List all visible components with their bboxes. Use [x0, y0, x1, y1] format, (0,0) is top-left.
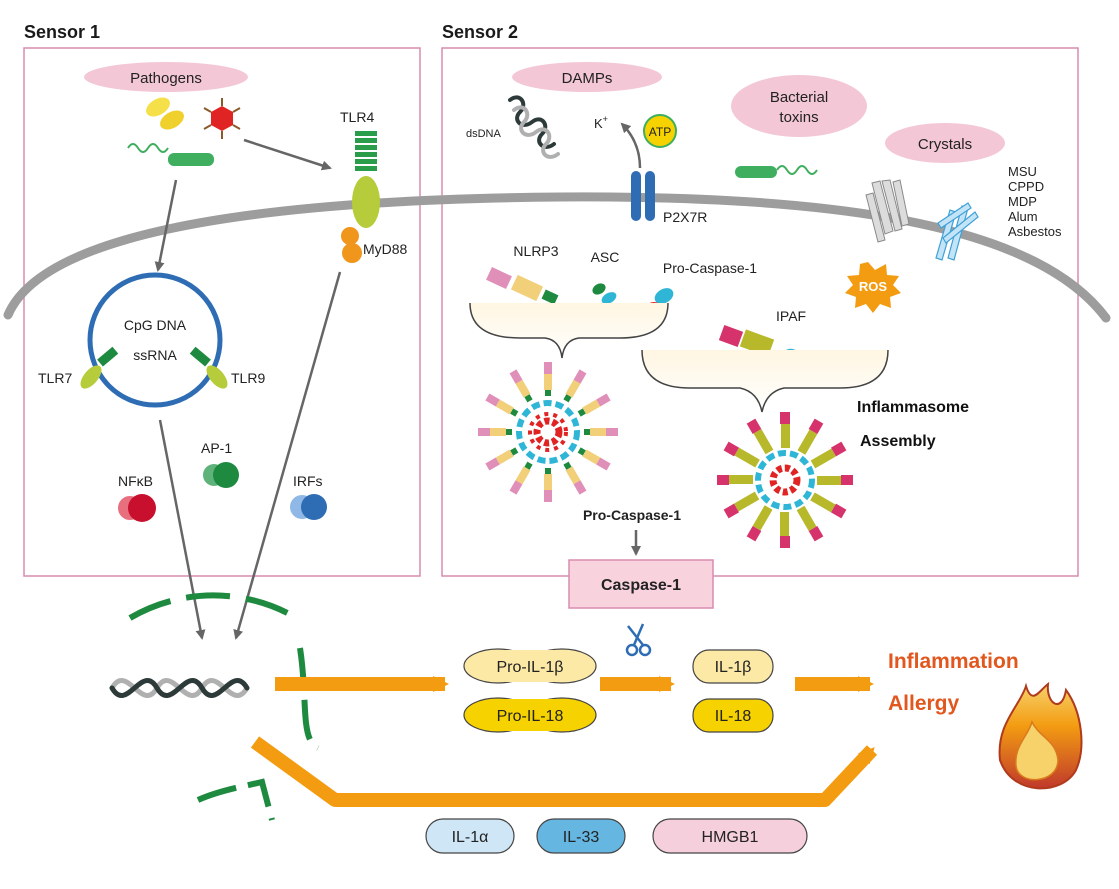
ipaf-inflammasome-icon	[717, 412, 853, 548]
pro-il1b-pill	[463, 648, 597, 684]
crystal-type-alum: Alum	[1008, 209, 1038, 224]
bracket-nlrp3	[469, 302, 669, 359]
inflammasome-label-1: Inflammasome	[857, 399, 969, 416]
crystals-label: Crystals	[918, 136, 972, 153]
il1b-label: IL-1β	[715, 659, 752, 676]
nfkb-label: NFκB	[118, 473, 153, 489]
crystal-types-list: MSU CPPD MDP Alum Asbestos	[1008, 164, 1062, 239]
dsdna-label: dsDNA	[466, 128, 502, 140]
il1a-label: IL-1α	[452, 829, 489, 846]
damps-pill	[512, 62, 662, 92]
cpg-dna-label: CpG DNA	[124, 317, 187, 333]
pathogens-label: Pathogens	[130, 70, 202, 87]
arrow-endosome-to-dna	[158, 419, 206, 640]
il33-pill	[536, 818, 626, 854]
arrow-pathogen-to-endosome	[154, 179, 178, 272]
nucleus-envelope-bottom	[196, 778, 275, 821]
p2x7r-label: P2X7R	[663, 209, 707, 225]
sensor1-title: Sensor 1	[24, 22, 100, 42]
ros-label: ROS	[859, 279, 888, 294]
nucleus-envelope-right	[297, 647, 320, 751]
cell-membrane	[3, 192, 1111, 323]
crystal-type-mdp: MDP	[1008, 194, 1037, 209]
il18-pill	[692, 698, 774, 733]
atp-label: ATP	[649, 125, 671, 139]
sensor1-box	[23, 47, 421, 577]
k-plus-label: K+	[594, 114, 608, 131]
caspase1-label: Caspase-1	[601, 577, 681, 594]
arrow-k-efflux	[620, 122, 642, 169]
ap1-icon-2	[213, 462, 239, 488]
tlr7-label: TLR7	[38, 370, 72, 386]
crystal-type-msu: MSU	[1008, 164, 1037, 179]
nlrp3-label: NLRP3	[513, 243, 558, 259]
bacterial-toxins-label-2: toxins	[779, 109, 818, 126]
tlr4-receptor-icon	[341, 131, 380, 263]
sensor2-title: Sensor 2	[442, 22, 518, 42]
hmgb1-label: HMGB1	[702, 829, 759, 846]
bracket-ipaf	[641, 349, 889, 413]
atp-icon	[643, 114, 677, 148]
damps-label: DAMPs	[562, 70, 613, 87]
ap1-label: AP-1	[201, 440, 232, 456]
arrow-myd88-to-dna	[233, 271, 342, 640]
arrow-pathogen-to-tlr4	[243, 138, 332, 171]
endosome	[87, 272, 223, 408]
bacterial-toxins-label-1: Bacterial	[770, 89, 828, 106]
nucleus-envelope	[128, 592, 302, 623]
il1a-pill	[425, 818, 515, 854]
pro-caspase1-label: Pro-Caspase-1	[663, 260, 757, 276]
myd88-label: MyD88	[363, 241, 408, 257]
ipaf-label: IPAF	[776, 308, 806, 324]
pro-caspase1-bold-label: Pro-Caspase-1	[583, 507, 681, 523]
dna-icon	[109, 678, 250, 698]
pro-il18-pill	[463, 697, 597, 733]
caspase1-box	[568, 559, 714, 609]
ssrna-label: ssRNA	[133, 347, 177, 363]
bacterial-toxins-pill	[731, 75, 867, 137]
scissors-icon	[625, 623, 652, 657]
nlrp3-inflammasome-icon	[478, 362, 618, 502]
pathogens-pill	[84, 62, 248, 92]
crystal-icon	[865, 179, 910, 243]
pathogen-icon	[127, 97, 241, 166]
irfs-label: IRFs	[293, 473, 323, 489]
sensor2-box	[441, 47, 1079, 577]
p2x7r-channel-icon	[631, 171, 655, 221]
nfkb-icon-2	[128, 494, 156, 522]
nlrp3-protein-icon	[486, 267, 559, 305]
dsdna-icon	[508, 95, 560, 159]
arrow-bypass-to-inflammation	[250, 736, 878, 807]
flame-icon	[998, 681, 1083, 790]
il1b-pill	[692, 649, 774, 684]
toxin-icon	[735, 165, 818, 178]
il18-label: IL-18	[715, 708, 752, 725]
crystal-type-cppd: CPPD	[1008, 179, 1044, 194]
crystals-pill	[885, 123, 1005, 163]
tlr9-receptor-icon	[189, 346, 228, 389]
crystal-type-asbestos: Asbestos	[1008, 224, 1062, 239]
hmgb1-pill	[652, 818, 808, 854]
tlr9-label: TLR9	[231, 370, 265, 386]
asc-label: ASC	[591, 249, 620, 265]
il33-label: IL-33	[563, 829, 600, 846]
tlr4-label: TLR4	[340, 109, 374, 125]
allergy-label: Allergy	[888, 692, 960, 715]
needle-crystal-icon	[935, 202, 979, 261]
asc-protein-icon	[592, 283, 617, 304]
ros-burst-icon	[845, 262, 901, 313]
pro-il18-label: Pro-IL-18	[497, 708, 564, 725]
tlr7-receptor-icon	[80, 346, 119, 389]
inflammasome-label-2: Assembly	[860, 433, 936, 450]
irfs-icon-2	[301, 494, 327, 520]
pro-il1b-label: Pro-IL-1β	[497, 659, 564, 676]
inflammation-label: Inflammation	[888, 650, 1019, 673]
